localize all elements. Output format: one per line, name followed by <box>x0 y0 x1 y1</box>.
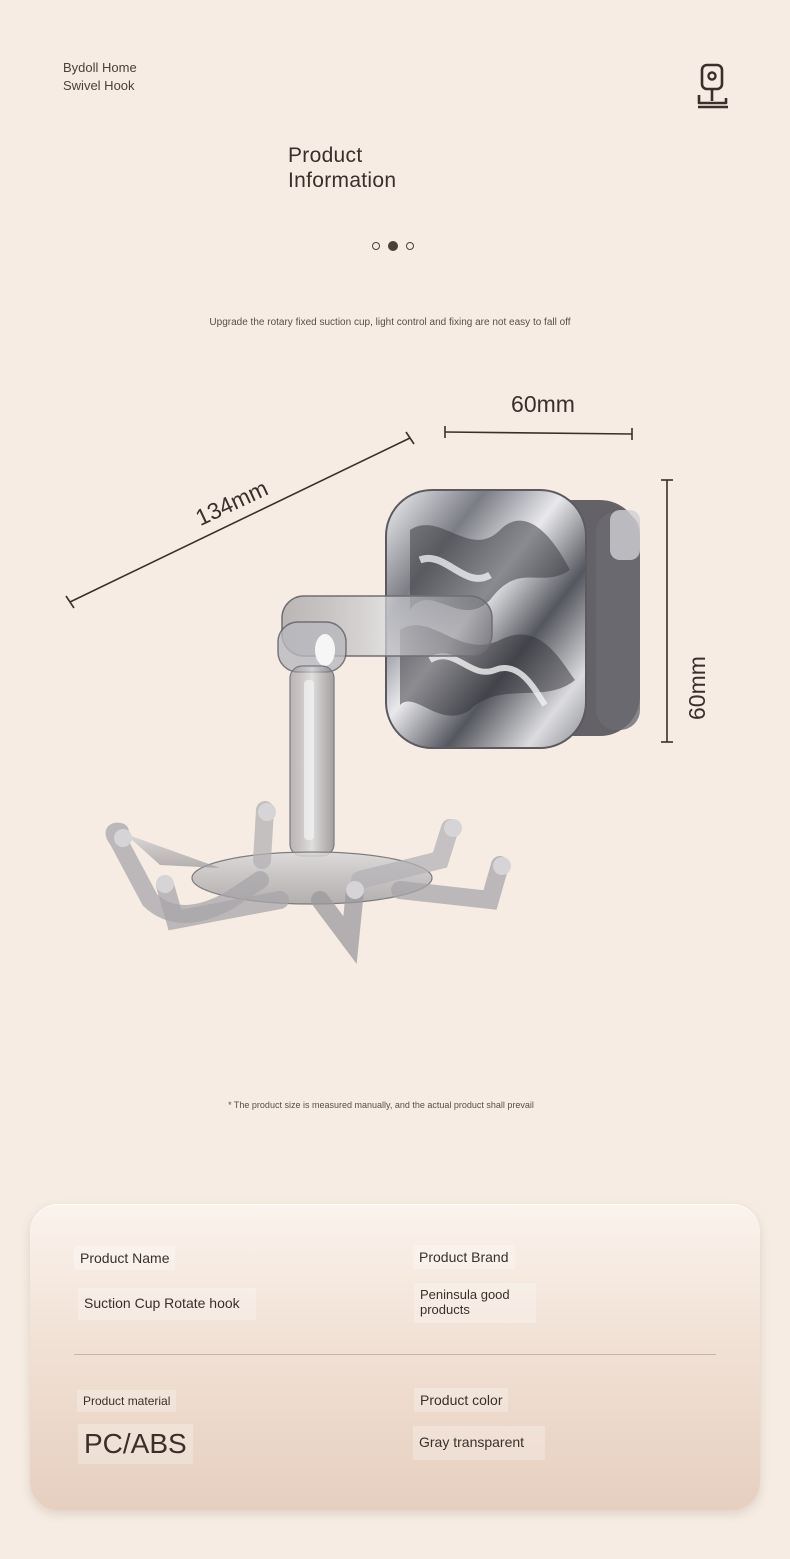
product-dimension-diagram: 134mm 60mm 60mm <box>65 391 710 964</box>
product-subtitle: Upgrade the rotary fixed suction cup, li… <box>209 317 571 328</box>
product-color-value: Gray transparent <box>413 1426 545 1460</box>
hook-logo-icon <box>697 63 728 109</box>
width-dimension-line <box>444 431 633 435</box>
product-name-label: Product Name <box>74 1246 176 1270</box>
carousel-dot-3[interactable] <box>406 242 414 250</box>
carousel-dots <box>372 241 414 251</box>
page-title-line-1: Product <box>288 144 363 167</box>
carousel-dot-1[interactable] <box>372 242 380 250</box>
product-name-value: Suction Cup Rotate hook <box>78 1288 256 1320</box>
height-label: 60mm <box>684 656 710 720</box>
spec-card: Product Name Suction Cup Rotate hook Pro… <box>30 1204 760 1510</box>
product-brand-value-line-1: Peninsula good <box>420 1287 510 1302</box>
measurement-note: * The product size is measured manually,… <box>228 1100 534 1110</box>
brand-line-1: Bydoll Home <box>63 60 137 75</box>
product-brand-label: Product Brand <box>413 1245 515 1269</box>
length-label: 134mm <box>191 475 272 531</box>
brand-name: Bydoll Home Swivel Hook <box>63 59 137 95</box>
product-brand-value-line-2: products <box>420 1302 470 1317</box>
brand-line-2: Swivel Hook <box>63 78 135 93</box>
spec-divider <box>74 1354 716 1355</box>
width-label: 60mm <box>511 391 575 417</box>
product-material-value: PC/ABS <box>78 1424 193 1464</box>
page-title: Product Information <box>288 143 396 193</box>
product-brand-value: Peninsula good products <box>414 1283 536 1323</box>
product-color-label: Product color <box>414 1388 509 1412</box>
page-title-line-2: Information <box>288 169 397 192</box>
product-image <box>105 489 640 964</box>
carousel-dot-2-active[interactable] <box>388 241 398 251</box>
product-material-label: Product material <box>77 1390 177 1412</box>
length-dimension-line <box>69 437 411 603</box>
